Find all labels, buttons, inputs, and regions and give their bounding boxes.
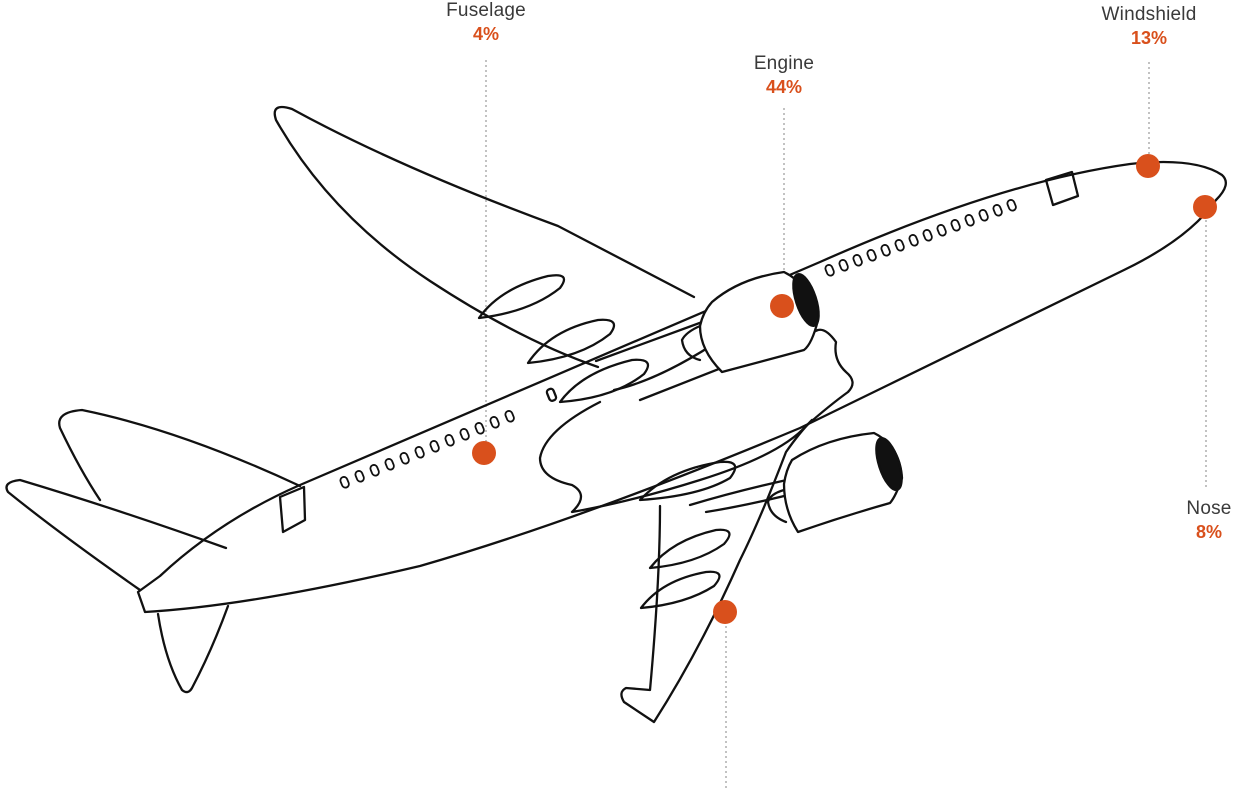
window <box>354 470 365 483</box>
windshield-name: Windshield <box>1101 4 1197 25</box>
window <box>414 446 425 459</box>
windshield-label: Windshield 13% <box>1102 4 1197 50</box>
rear-door <box>278 485 307 534</box>
near-wing-fairing-2 <box>648 528 731 570</box>
far-wing <box>273 105 696 369</box>
far-wing-fairing-2 <box>526 318 616 365</box>
windshield-strike-marker <box>1136 154 1160 178</box>
window <box>992 204 1003 217</box>
near-engine-nacelle <box>782 431 904 534</box>
window <box>950 219 961 232</box>
window <box>964 214 975 227</box>
window <box>852 254 863 267</box>
fuselage <box>136 160 1227 614</box>
window <box>429 440 440 453</box>
window <box>369 464 380 477</box>
fuselage-name: Fuselage <box>446 0 526 21</box>
engine-strike-marker <box>770 294 794 318</box>
wing-root-fairing <box>538 328 854 514</box>
nose-percent: 8% <box>1195 522 1222 542</box>
fuselage-strike-marker <box>472 441 496 465</box>
vertical-stabilizer <box>58 408 302 502</box>
window <box>936 224 947 237</box>
near-wing <box>620 418 814 724</box>
front-door <box>1044 170 1080 207</box>
leader-lines <box>485 60 1207 790</box>
near-engine-intake <box>875 436 903 492</box>
forward-windows <box>824 199 1017 277</box>
near-wing-fairing-3 <box>639 570 721 610</box>
window <box>866 249 877 262</box>
engine-label: Engine 44% <box>754 53 814 99</box>
window <box>1006 199 1017 212</box>
engine-percent: 44% <box>765 77 803 97</box>
window <box>444 434 455 447</box>
window <box>922 229 933 242</box>
engine-name: Engine <box>753 53 815 74</box>
far-wing-fairing-1 <box>477 274 566 320</box>
window <box>978 209 989 222</box>
overwing-exit <box>545 387 558 402</box>
horizontal-stabilizer-lower <box>156 604 230 694</box>
fuselage-percent: 4% <box>472 24 500 44</box>
window <box>399 452 410 465</box>
aft-windows <box>339 410 515 489</box>
strike-markers <box>472 154 1217 624</box>
window <box>894 239 905 252</box>
fuselage-label: Fuselage 4% <box>446 0 526 46</box>
window <box>489 416 500 429</box>
window <box>838 259 849 272</box>
nose-strike-marker <box>1193 195 1217 219</box>
wing-strike-marker <box>713 600 737 624</box>
near-engine-exhaust <box>766 488 788 524</box>
far-engine-exhaust <box>680 324 702 362</box>
horizontal-stabilizer-upper <box>5 478 228 592</box>
window <box>908 234 919 247</box>
window <box>339 476 350 489</box>
window <box>880 244 891 257</box>
windshield-percent: 13% <box>1130 28 1168 48</box>
window <box>504 410 515 423</box>
far-wing-fairing-3 <box>558 358 650 404</box>
nose-label: Nose 8% <box>1186 498 1231 544</box>
window <box>384 458 395 471</box>
window <box>459 428 470 441</box>
window <box>474 422 485 435</box>
near-wing-fairing-1 <box>638 460 737 502</box>
nose-name: Nose <box>1186 498 1232 519</box>
window <box>824 264 835 277</box>
far-engine-intake <box>792 272 820 328</box>
airplane-outline <box>5 105 1227 724</box>
